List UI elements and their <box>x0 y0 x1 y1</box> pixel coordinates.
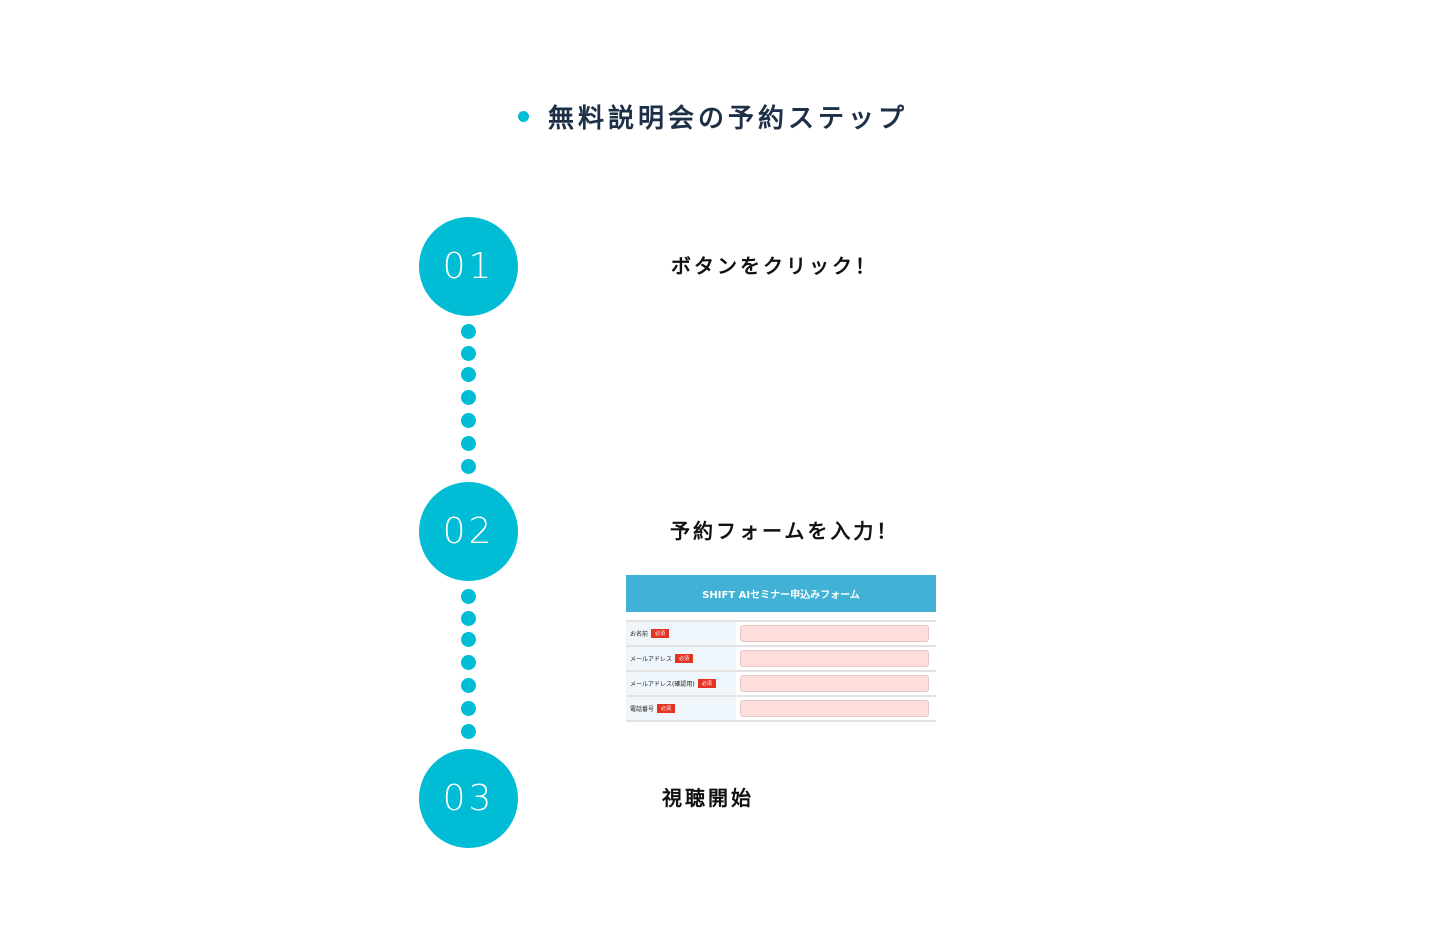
connector-dot <box>461 632 476 647</box>
name-input <box>740 625 929 642</box>
connector-dot <box>461 436 476 451</box>
form-header: SHIFT AIセミナー申込みフォーム <box>626 575 936 612</box>
step-number-2: 02 <box>419 482 518 581</box>
step-label-3: 視聴開始 <box>662 786 754 810</box>
connector-dot <box>461 724 476 739</box>
connector-dot <box>461 611 476 626</box>
required-badge: 必須 <box>657 704 676 713</box>
section-title: 無料説明会の予約ステップ <box>518 98 908 135</box>
connector-dot <box>461 701 476 716</box>
connector-dot <box>461 678 476 693</box>
bullet-icon <box>518 111 529 122</box>
connector-dot <box>461 413 476 428</box>
required-badge: 必須 <box>697 679 716 688</box>
section-title-text: 無料説明会の予約ステップ <box>548 104 909 134</box>
step-number-3: 03 <box>419 749 518 848</box>
field-label: メールアドレス(確認用) <box>630 681 695 688</box>
connector-dot <box>461 459 476 474</box>
required-badge: 必須 <box>675 654 694 663</box>
form-row: お名前必須 <box>626 622 936 647</box>
step-number-1: 01 <box>419 217 518 316</box>
field-label: 電話番号 <box>630 706 655 713</box>
connector-dot <box>461 655 476 670</box>
field-label: お名前 <box>630 631 649 638</box>
required-badge: 必須 <box>651 629 670 638</box>
connector-dot <box>461 390 476 405</box>
email-input <box>740 650 929 667</box>
connector-dot <box>461 346 476 361</box>
step-label-1: ボタンをクリック！ <box>671 254 878 278</box>
form-row: メールアドレス必須 <box>626 647 936 672</box>
form-row: 電話番号必須 <box>626 697 936 722</box>
form-preview-image: SHIFT AIセミナー申込みフォーム お名前必須 メールアドレス必須 メールア… <box>626 575 936 722</box>
email-confirm-input <box>740 675 929 692</box>
connector-dot <box>461 589 476 604</box>
field-label: メールアドレス <box>630 656 673 663</box>
connector-dot <box>461 324 476 339</box>
step-label-2: 予約フォームを入力！ <box>670 519 900 543</box>
phone-input <box>740 700 929 717</box>
connector-dot <box>461 367 476 382</box>
form-row: メールアドレス(確認用)必須 <box>626 672 936 697</box>
